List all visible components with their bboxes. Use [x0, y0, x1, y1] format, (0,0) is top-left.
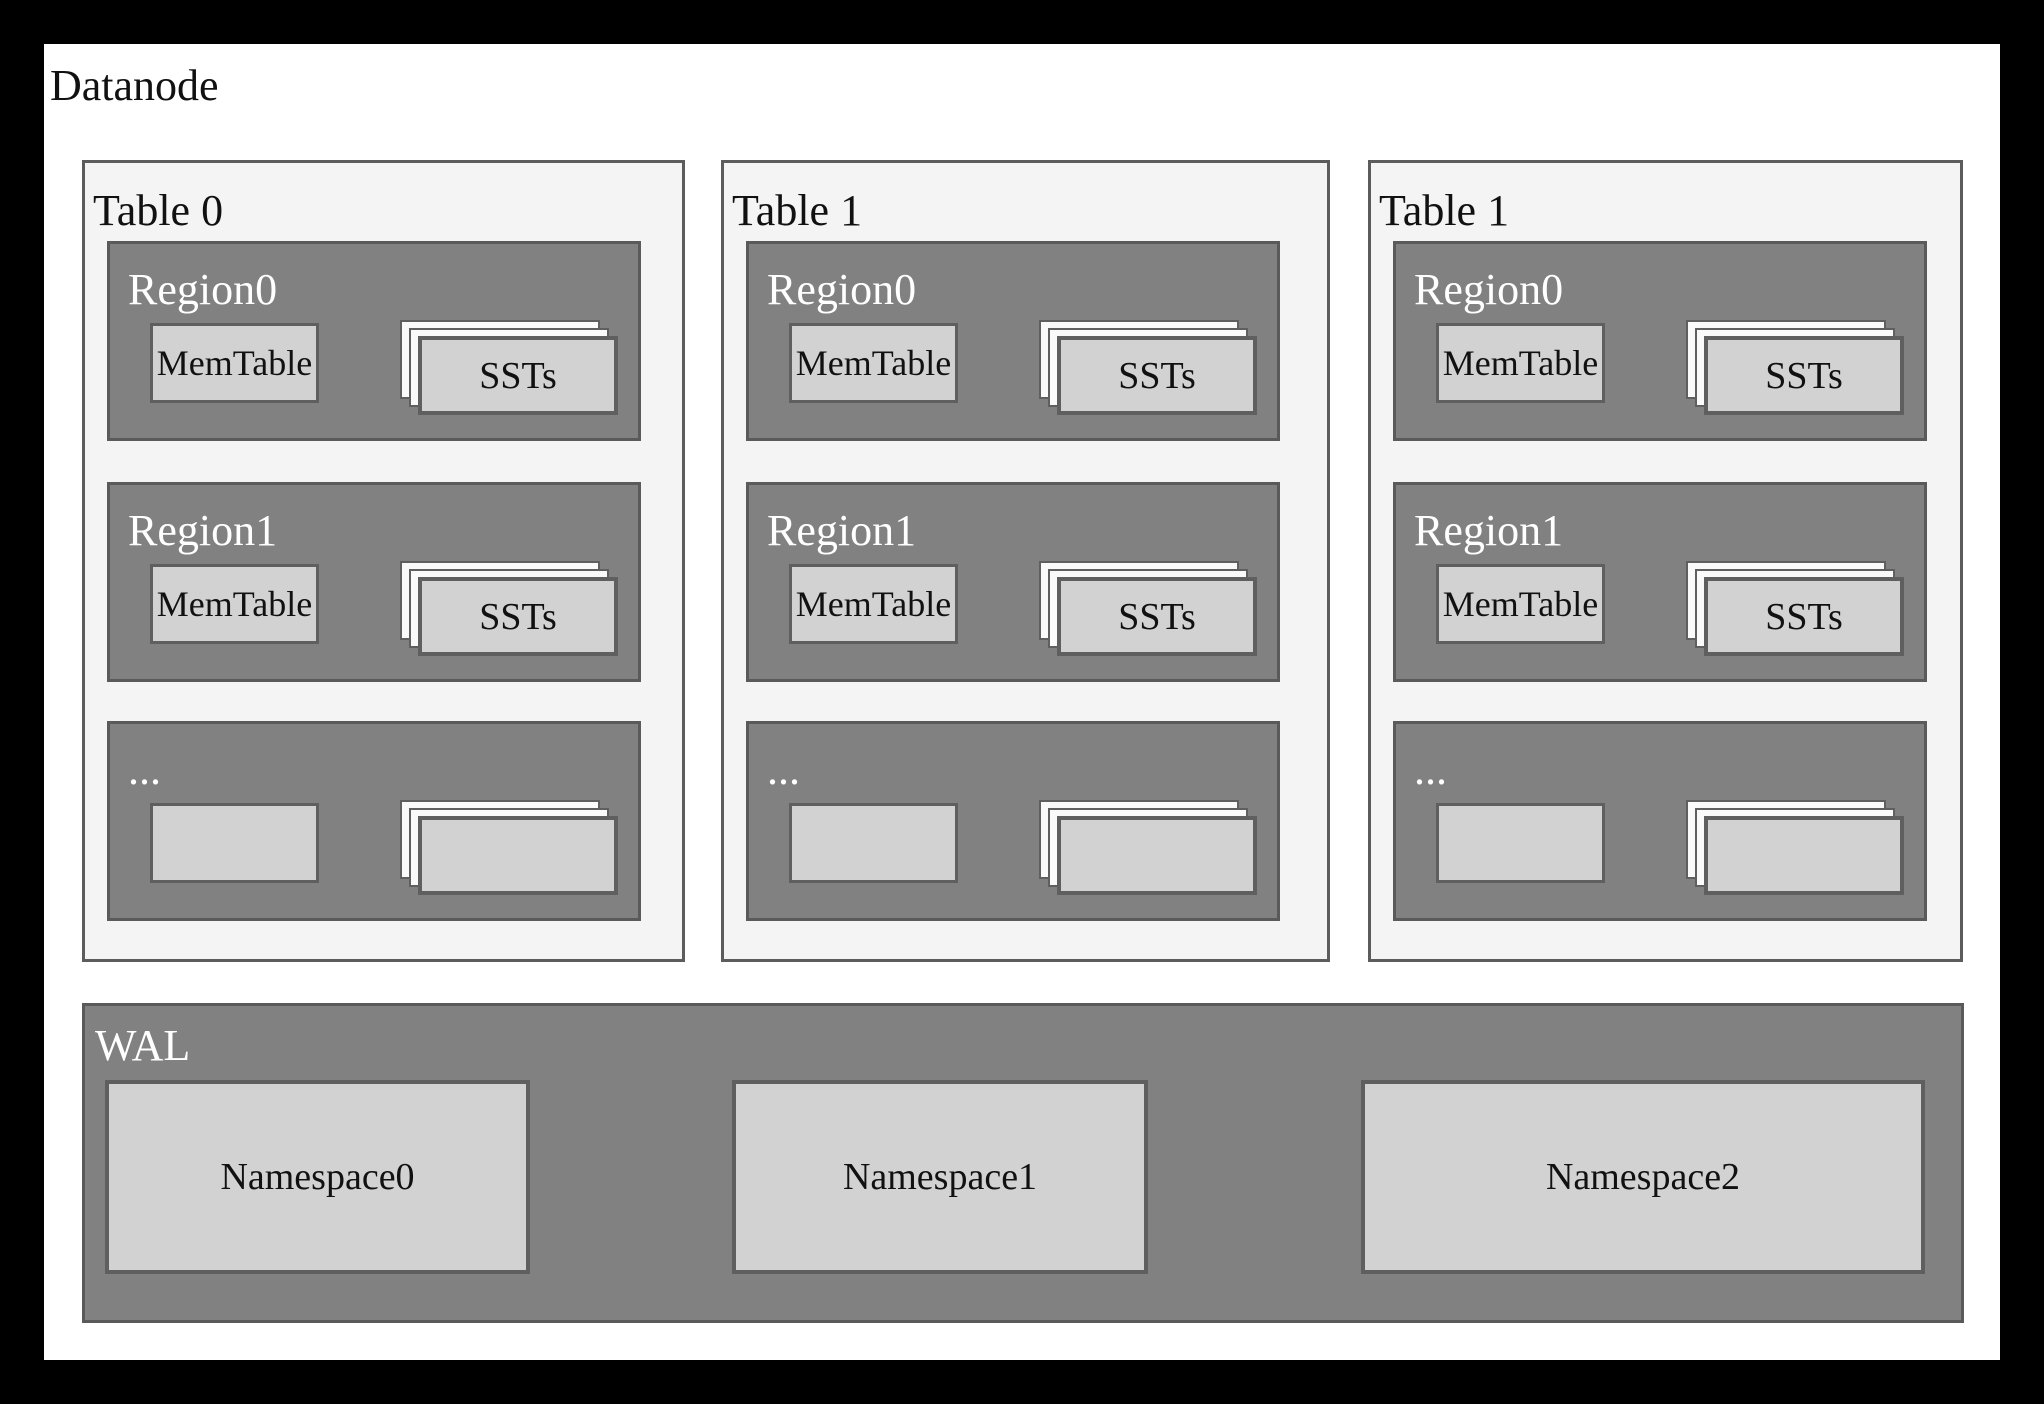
- region-label: ...: [128, 745, 161, 794]
- memtable-box: MemTable: [789, 323, 958, 403]
- memtable-label: MemTable: [1442, 343, 1599, 383]
- memtable-label: MemTable: [1442, 584, 1599, 624]
- ssts-front-card: SSTs: [1057, 577, 1257, 656]
- table-label: Table 1: [1379, 186, 1510, 235]
- namespace-box: Namespace2: [1361, 1080, 1925, 1274]
- region-box-ellipsis: ...: [746, 721, 1280, 921]
- region-box-ellipsis: ...: [107, 721, 641, 921]
- page-title: Datanode: [50, 61, 219, 110]
- namespace-label: Namespace1: [842, 1156, 1038, 1198]
- namespace-label: Namespace2: [1545, 1156, 1741, 1198]
- namespace-label: Namespace0: [220, 1156, 415, 1198]
- namespace-box: Namespace1: [732, 1080, 1148, 1274]
- ssts-stack: [400, 800, 620, 898]
- memtable-label: MemTable: [795, 584, 952, 624]
- ssts-label: SSTs: [1765, 354, 1843, 397]
- ssts-stack: SSTs: [1039, 320, 1259, 418]
- ssts-front-card: [1057, 816, 1257, 895]
- memtable-box: MemTable: [150, 323, 319, 403]
- region-label: Region0: [1414, 265, 1564, 314]
- memtable-box: MemTable: [150, 564, 319, 644]
- region-label: Region1: [128, 506, 278, 555]
- region-label: Region1: [767, 506, 917, 555]
- region-box: Region0 MemTable SSTs: [1393, 241, 1927, 441]
- table-box: Table 0 Region0 MemTable SSTs Region1 Me…: [82, 160, 685, 962]
- memtable-box: [789, 803, 958, 883]
- memtable-label: MemTable: [795, 343, 952, 383]
- table-label: Table 0: [93, 186, 224, 235]
- memtable-label: MemTable: [156, 584, 313, 624]
- region-box-ellipsis: ...: [1393, 721, 1927, 921]
- region-label: ...: [1414, 745, 1447, 794]
- ssts-front-card: SSTs: [1704, 577, 1904, 656]
- ssts-label: SSTs: [479, 595, 557, 638]
- ssts-front-card: SSTs: [1057, 336, 1257, 415]
- region-box: Region0 MemTable SSTs: [746, 241, 1280, 441]
- memtable-box: MemTable: [1436, 323, 1605, 403]
- ssts-label: SSTs: [1118, 595, 1196, 638]
- wal-box: WAL Namespace0 Namespace1 Namespace2: [82, 1003, 1964, 1323]
- ssts-stack: SSTs: [1686, 320, 1906, 418]
- table-box: Table 1 Region0 MemTable SSTs Region1 Me…: [1368, 160, 1963, 962]
- ssts-stack: SSTs: [400, 320, 620, 418]
- ssts-stack: [1039, 800, 1259, 898]
- region-label: Region0: [128, 265, 278, 314]
- namespace-box: Namespace0: [105, 1080, 530, 1274]
- datanode-canvas: Datanode Table 0 Region0 MemTable SSTs R…: [44, 44, 2000, 1360]
- memtable-box: [150, 803, 319, 883]
- ssts-front-card: SSTs: [1704, 336, 1904, 415]
- region-box: Region1 MemTable SSTs: [107, 482, 641, 682]
- region-box: Region1 MemTable SSTs: [746, 482, 1280, 682]
- ssts-stack: SSTs: [400, 561, 620, 659]
- memtable-label: MemTable: [156, 343, 313, 383]
- ssts-stack: [1686, 800, 1906, 898]
- region-label: ...: [767, 745, 800, 794]
- region-label: Region1: [1414, 506, 1564, 555]
- memtable-box: MemTable: [1436, 564, 1605, 644]
- ssts-front-card: SSTs: [418, 577, 618, 656]
- ssts-front-card: [1704, 816, 1904, 895]
- region-box: Region1 MemTable SSTs: [1393, 482, 1927, 682]
- memtable-box: MemTable: [789, 564, 958, 644]
- region-label: Region0: [767, 265, 917, 314]
- region-box: Region0 MemTable SSTs: [107, 241, 641, 441]
- ssts-label: SSTs: [1118, 354, 1196, 397]
- memtable-box: [1436, 803, 1605, 883]
- table-label: Table 1: [732, 186, 863, 235]
- wal-label: WAL: [95, 1021, 191, 1070]
- ssts-front-card: SSTs: [418, 336, 618, 415]
- ssts-stack: SSTs: [1039, 561, 1259, 659]
- ssts-label: SSTs: [1765, 595, 1843, 638]
- ssts-front-card: [418, 816, 618, 895]
- ssts-stack: SSTs: [1686, 561, 1906, 659]
- ssts-label: SSTs: [479, 354, 557, 397]
- table-box: Table 1 Region0 MemTable SSTs Region1 Me…: [721, 160, 1330, 962]
